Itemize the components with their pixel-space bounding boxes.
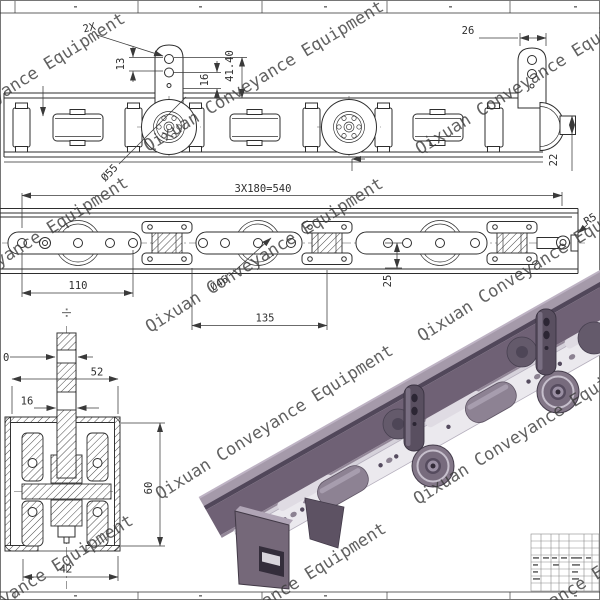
- dim-label-540: 3X180=540: [235, 183, 292, 195]
- dim-label-25: 25: [382, 275, 394, 288]
- hanger-bracket-right: [517, 47, 547, 109]
- iso-bracket-1: [403, 384, 425, 452]
- isometric-view: [198, 268, 600, 590]
- dim-label-60: 60: [143, 482, 155, 495]
- dim-label-4140: 41.40: [224, 50, 236, 82]
- dim-label-r5: R5: [582, 211, 599, 228]
- dim-label-26: 26: [462, 25, 475, 37]
- iso-bracket-2: [535, 308, 557, 376]
- watermark-text: Qixuan Conveyance Equipment: [432, 519, 600, 600]
- trolley-wheel-right: [317, 96, 381, 159]
- dim-label-22: 22: [548, 154, 560, 167]
- dim-label-cut: 0: [3, 352, 9, 364]
- dim-label-2x: 2X: [82, 21, 98, 36]
- dim-label-13: 13: [115, 58, 127, 71]
- title-block: [530, 533, 600, 592]
- cross-link-assembly: [141, 221, 538, 265]
- section-cut-arrow: [40, 86, 365, 171]
- channel-end-cap: [234, 506, 293, 590]
- zone-marks: [74, 6, 577, 597]
- end-boot-bracket: [303, 497, 345, 549]
- iso-front-wheel-1: [411, 444, 455, 488]
- dim-label-16: 16: [199, 74, 211, 87]
- dim-label-110: 110: [69, 280, 88, 292]
- chain-end-link: [539, 101, 576, 152]
- section-shaft: [56, 332, 77, 479]
- cross-section-view: 0 52 16 60 42: [3, 308, 165, 589]
- watermark-text: Qixuan Conveyance Equipment: [0, 173, 132, 336]
- plan-view-dimensions: 3X180=540 110 135 25 Ø46 R5: [21, 183, 599, 330]
- section-dimensions: 0 52 16 60 42: [3, 352, 165, 581]
- dim-label-42: 42: [60, 564, 73, 576]
- title-block-text-marks: [533, 557, 591, 580]
- plan-view: 3X180=540 110 135 25 Ø46 R5: [0, 183, 599, 330]
- plan-link-strips: [7, 231, 488, 255]
- iso-rollers: [317, 314, 600, 507]
- dim-label-s16: 16: [21, 396, 34, 408]
- dim-label-52: 52: [91, 367, 104, 379]
- side-elevation-view: 2X 13 16 41.40 26 22 Ø55: [3, 21, 576, 184]
- chain-rollers: [52, 109, 464, 146]
- hanger-bracket-left: [154, 44, 184, 109]
- plan-eye-end: [536, 234, 579, 252]
- trolley-wheel-left: [137, 96, 201, 159]
- iso-front-wheel-2: [536, 370, 580, 414]
- balance-symbol: [62, 308, 71, 317]
- section-wheels: [21, 432, 112, 547]
- dim-label-135: 135: [256, 313, 275, 325]
